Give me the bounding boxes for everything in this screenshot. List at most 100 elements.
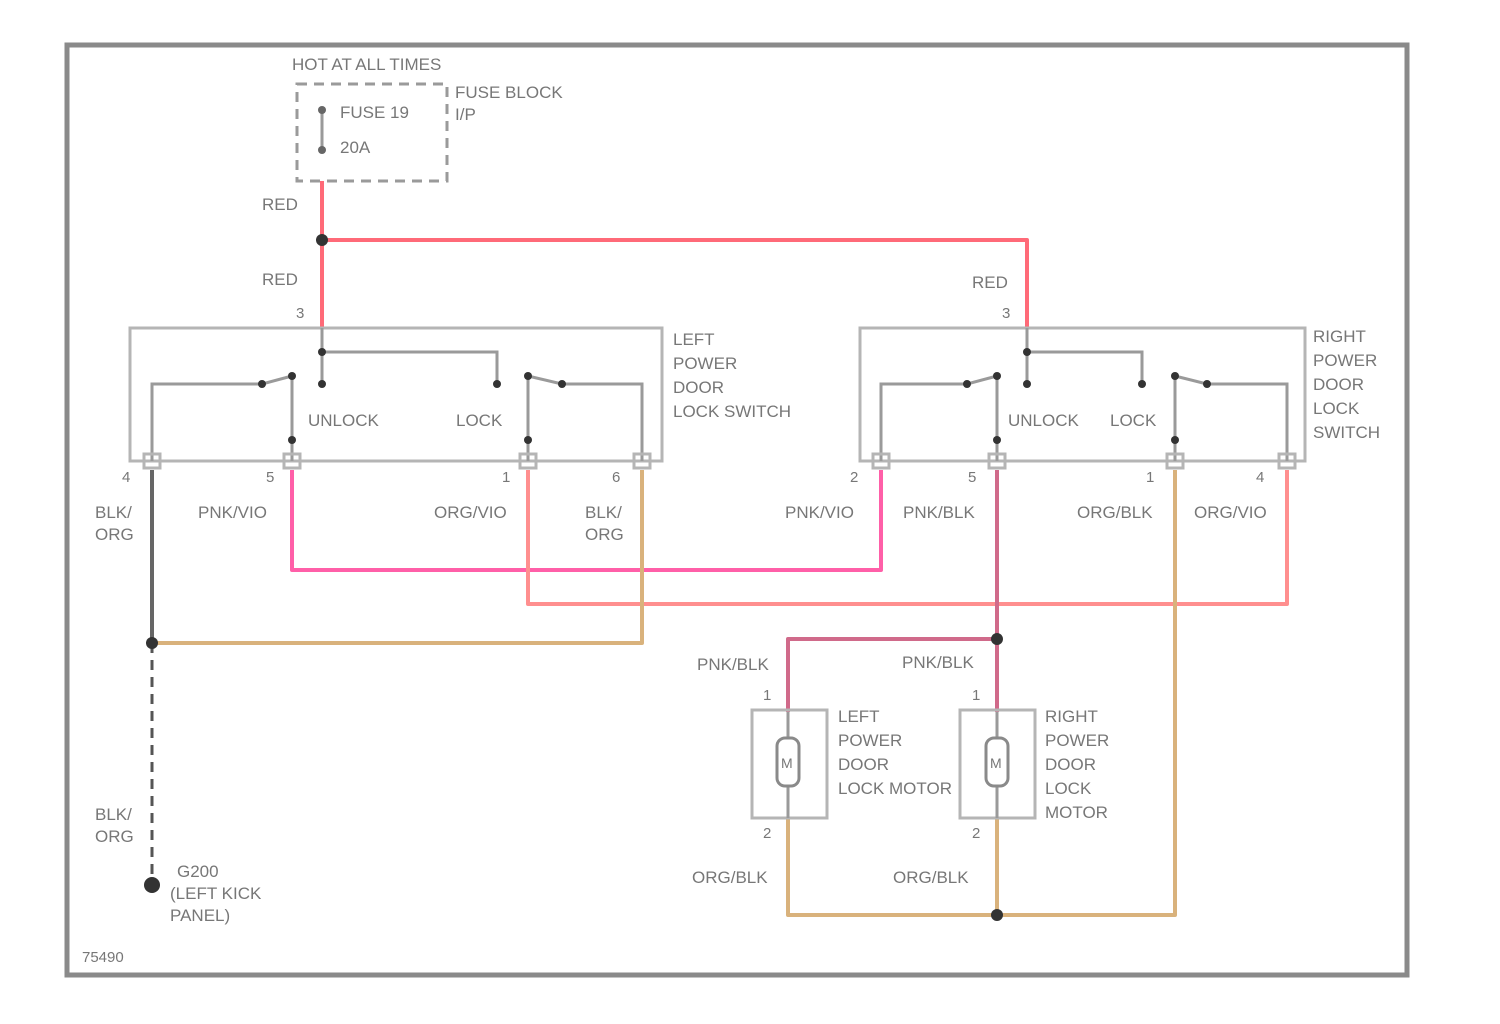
- right-switch-ground-bus-right: [1207, 384, 1287, 461]
- left-switch-name-line2: POWER: [673, 354, 737, 373]
- left-switch-node: [288, 436, 296, 444]
- fuse-block-label: FUSE BLOCK: [455, 83, 563, 102]
- right-switch-name-line3: DOOR: [1313, 375, 1364, 394]
- wire-blk-org-right: [152, 470, 642, 643]
- right-switch-node: [1171, 436, 1179, 444]
- right-motor-symbol: M: [990, 755, 1002, 771]
- wire-label-blk-org: BLK/: [95, 805, 132, 824]
- right-switch-node: [1203, 380, 1211, 388]
- right-switch-pin-3: 1: [1146, 469, 1154, 486]
- right-unlock-label: UNLOCK: [1008, 411, 1080, 430]
- left-switch-pin-2: 5: [266, 469, 274, 486]
- left-motor-name-line3: DOOR: [838, 755, 889, 774]
- left-unlock-contact: [262, 376, 292, 384]
- wires: [152, 181, 1287, 915]
- left-switch-pin-1: 4: [122, 469, 130, 486]
- wire-label-blk-org: ORG: [95, 525, 134, 544]
- left-switch-name-line3: DOOR: [673, 378, 724, 397]
- wire-label-blk-org: ORG: [585, 525, 624, 544]
- right-motor-name-line1: RIGHT: [1045, 707, 1098, 726]
- right-motor-pin-top: 1: [972, 687, 980, 704]
- right-switch-name-line5: SWITCH: [1313, 423, 1380, 442]
- right-switch-pin-top: 3: [1002, 305, 1010, 322]
- ground-name-line2: (LEFT KICK: [170, 884, 262, 903]
- left-lock-contact: [528, 376, 562, 384]
- ground-name-line1: G200: [177, 862, 219, 881]
- left-motor-symbol: M: [781, 755, 793, 771]
- left-switch-node: [318, 380, 326, 388]
- fuse-block-location-label: I/P: [455, 105, 476, 124]
- right-unlock-contact: [967, 376, 997, 384]
- right-switch-housing: [860, 328, 1305, 461]
- left-switch-ground-bus-left: [152, 384, 262, 461]
- left-motor-name-line4: LOCK MOTOR: [838, 779, 952, 798]
- fuse-block-outline: [297, 84, 447, 181]
- fuse-block: HOT AT ALL TIMES FUSE 19 20A FUSE BLOCK …: [292, 55, 563, 181]
- ground-name-line3: PANEL): [170, 906, 230, 925]
- splice-ground: [146, 637, 158, 649]
- figure-id: 75490: [82, 949, 124, 966]
- right-switch-name-line4: LOCK: [1313, 399, 1360, 418]
- right-switch-name-line2: POWER: [1313, 351, 1377, 370]
- right-switch-name-line1: RIGHT: [1313, 327, 1366, 346]
- wire-label-blk-org: BLK/: [585, 503, 622, 522]
- wire-label-red: RED: [262, 195, 298, 214]
- wire-label-org-blk: ORG/BLK: [692, 868, 768, 887]
- splices: [146, 234, 1003, 921]
- right-door-lock-motor: M 1 2 RIGHT POWER DOOR LOCK MOTOR: [960, 687, 1109, 842]
- wire-label-pnk-blk: PNK/BLK: [902, 653, 974, 672]
- right-switch-node: [963, 380, 971, 388]
- wire-label-pnk-vio: PNK/VIO: [198, 503, 267, 522]
- wire-org-blk-switch: [997, 470, 1175, 915]
- ground-point: G200 (LEFT KICK PANEL): [144, 862, 262, 925]
- left-switch-node: [524, 372, 532, 380]
- splice-pnk-blk: [991, 633, 1003, 645]
- wire-label-pnk-blk: PNK/BLK: [903, 503, 975, 522]
- fuse-terminal-bottom: [318, 146, 326, 154]
- left-switch-node: [288, 372, 296, 380]
- left-switch-node: [493, 380, 501, 388]
- fuse-rating-label: 20A: [340, 138, 371, 157]
- right-motor-pin-bottom: 2: [972, 825, 980, 842]
- right-switch-node: [1138, 380, 1146, 388]
- right-switch-bus-right: [1027, 352, 1142, 384]
- right-switch-ground-bus-left: [881, 384, 967, 461]
- right-lock-label: LOCK: [1110, 411, 1157, 430]
- right-door-lock-switch: UNLOCK LOCK RIGHT POWER DOOR LOCK SWITCH…: [850, 305, 1380, 486]
- left-switch-node: [318, 348, 326, 356]
- wire-label-org-blk: ORG/BLK: [893, 868, 969, 887]
- right-motor-name-line2: POWER: [1045, 731, 1109, 750]
- left-switch-pin-3: 1: [502, 469, 510, 486]
- left-unlock-label: UNLOCK: [308, 411, 380, 430]
- right-switch-pin-1: 2: [850, 469, 858, 486]
- wire-label-blk-org: BLK/: [95, 503, 132, 522]
- right-switch-pin-4: 4: [1256, 469, 1264, 486]
- wire-label-org-blk: ORG/BLK: [1077, 503, 1153, 522]
- left-switch-name-line4: LOCK SWITCH: [673, 402, 791, 421]
- splice-red: [316, 234, 328, 246]
- left-switch-pin-4: 6: [612, 469, 620, 486]
- wire-label-red: RED: [262, 270, 298, 289]
- left-motor-name-line1: LEFT: [838, 707, 880, 726]
- left-switch-bus-right: [322, 352, 497, 384]
- wire-label-blk-org: ORG: [95, 827, 134, 846]
- hot-at-all-times-label: HOT AT ALL TIMES: [292, 55, 441, 74]
- left-switch-node: [524, 436, 532, 444]
- wire-label-org-vio: ORG/VIO: [1194, 503, 1267, 522]
- right-lock-contact: [1175, 376, 1207, 384]
- wire-label-pnk-vio: PNK/VIO: [785, 503, 854, 522]
- right-switch-node: [1171, 372, 1179, 380]
- left-switch-node: [558, 380, 566, 388]
- wire-pnk-blk-left-motor: [788, 639, 997, 712]
- splice-org-blk: [991, 909, 1003, 921]
- right-motor-name-line4: LOCK: [1045, 779, 1092, 798]
- right-motor-name-line3: DOOR: [1045, 755, 1096, 774]
- left-motor-pin-top: 1: [763, 687, 771, 704]
- left-door-lock-switch: UNLOCK LOCK LEFT POWER DOOR LOCK SWITCH …: [122, 305, 791, 486]
- left-switch-housing: [130, 328, 662, 461]
- right-switch-node: [1023, 348, 1031, 356]
- right-switch-node: [1023, 380, 1031, 388]
- fuse-name-label: FUSE 19: [340, 103, 409, 122]
- left-motor-name-line2: POWER: [838, 731, 902, 750]
